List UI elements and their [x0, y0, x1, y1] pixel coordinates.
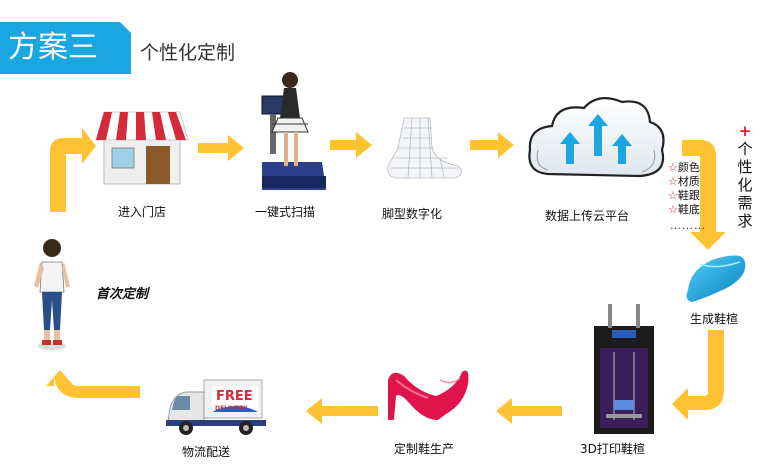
requirement-char-4: 需: [737, 194, 753, 212]
requirement-char-5: 求: [737, 212, 753, 230]
arrow-foot-cloud: [470, 132, 514, 158]
attr-ellipsis: ………: [670, 219, 706, 232]
arrow-last-print: [672, 330, 724, 420]
store-icon: [95, 111, 189, 185]
step-label-last: 生成鞋楦: [690, 312, 739, 326]
high-heel-shoe-icon: [388, 370, 469, 420]
star-icon: ☆: [668, 203, 678, 216]
requirement-attribute-list: ☆颜色 ☆材质 ☆鞋跟 ☆鞋底: [668, 161, 700, 217]
3d-printer-icon: [594, 304, 654, 434]
step-label-first-custom: 首次定制: [96, 287, 149, 302]
plus-sign: +: [738, 122, 752, 140]
step-label-delivery: 物流配送: [182, 445, 231, 459]
section-title-tab: 方案三: [0, 22, 132, 74]
foot-mesh-icon: [387, 117, 462, 179]
cloud-upload-icon: [528, 97, 665, 178]
step-label-digitize: 脚型数字化: [382, 207, 443, 221]
step-label-produce: 定制鞋生产: [394, 442, 455, 456]
step-label-scan: 一键式扫描: [255, 205, 316, 219]
step-label-store: 进入门店: [118, 205, 167, 219]
customer-person-icon: [34, 239, 70, 350]
shoe-last-icon: [686, 255, 746, 302]
personalized-requirement-vertical: + 个 性 化 需 求: [735, 122, 755, 230]
section-subtitle: 个性化定制: [140, 42, 236, 64]
step-label-3d-print: 3D打印鞋楦: [580, 442, 645, 456]
arrow-print-produce: [496, 398, 562, 424]
truck-free-text: FREE: [216, 389, 253, 404]
attr-item: ☆材质: [668, 175, 700, 189]
requirement-char-3: 化: [737, 176, 753, 194]
attr-item: ☆鞋跟: [668, 189, 700, 203]
attr-sole: 鞋底: [677, 203, 700, 216]
star-icon: ☆: [668, 175, 678, 188]
attr-item: ☆颜色: [668, 161, 700, 175]
requirement-char-2: 性: [737, 158, 753, 176]
star-icon: ☆: [668, 189, 678, 202]
attr-color: 颜色: [677, 161, 700, 174]
arrow-scan-foot: [330, 132, 372, 158]
step-label-cloud: 数据上传云平台: [545, 209, 630, 223]
attr-material: 材质: [677, 175, 700, 188]
truck-delivery-text: DELIVERY: [215, 405, 248, 412]
arrow-store-scan: [198, 135, 244, 161]
scanner-person-icon: [261, 72, 326, 190]
arrow-cloud-last: [682, 140, 726, 250]
arrow-produce-delivery: [306, 398, 378, 424]
flow-arrows: [46, 128, 726, 424]
attr-heel: 鞋跟: [677, 189, 700, 202]
arrow-delivery-person: [46, 370, 140, 398]
star-icon: ☆: [668, 161, 678, 174]
section-title: 方案三: [8, 30, 98, 65]
arrow-up-left: [50, 128, 96, 212]
attr-item: ☆鞋底: [668, 203, 700, 217]
requirement-char-1: 个: [737, 140, 753, 158]
delivery-truck-icon: [166, 379, 266, 435]
